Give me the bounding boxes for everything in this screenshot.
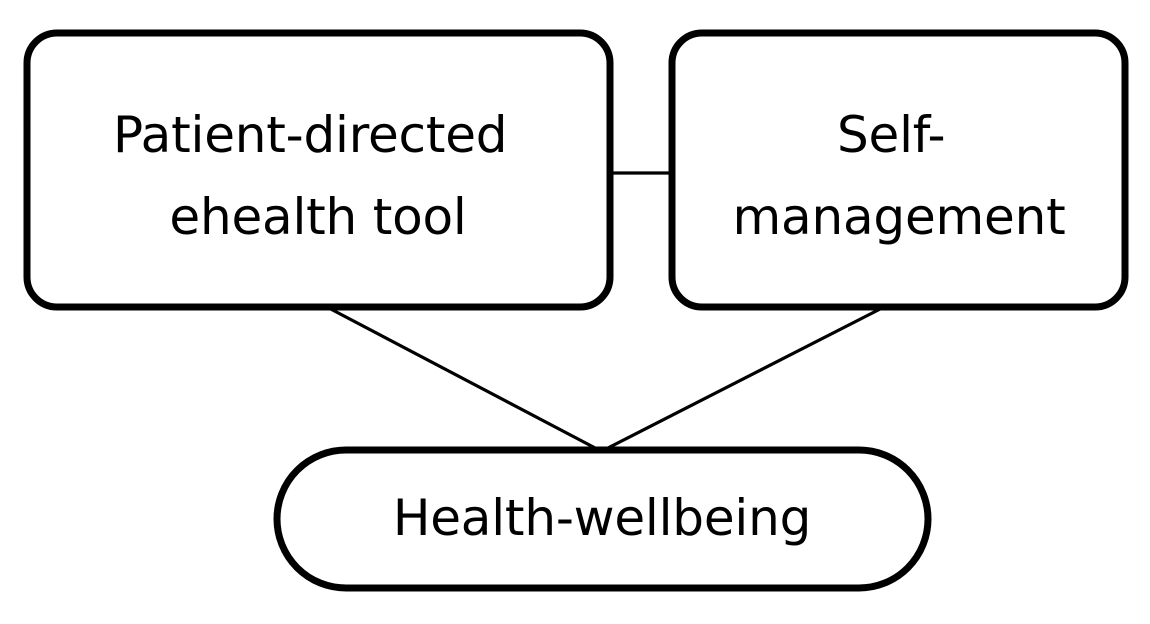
node-patient-directed-ehealth-tool-shape[interactable] (23, 29, 614, 311)
node-label-line: Self- (837, 106, 945, 164)
node-label-line: Patient-directed (113, 106, 507, 164)
node-health-wellbeing-label: Health-wellbeing (393, 489, 811, 547)
node-self-management[interactable]: Self- management (668, 29, 1129, 311)
node-patient-directed-ehealth-tool-label: Patient-directed ehealth tool (113, 106, 523, 246)
node-self-management-shape[interactable] (668, 29, 1129, 311)
edge-tool-to-health-wellbeing (324, 304, 600, 452)
node-self-management-label: Self- management (733, 106, 1066, 246)
node-label-line: Health-wellbeing (393, 489, 811, 547)
node-health-wellbeing[interactable]: Health-wellbeing (273, 446, 932, 592)
node-patient-directed-ehealth-tool[interactable]: Patient-directed ehealth tool (23, 29, 614, 311)
node-label-line: management (733, 188, 1066, 246)
node-health-wellbeing-shape[interactable] (273, 446, 932, 592)
edge-self-management-to-health-wellbeing (603, 304, 887, 452)
node-label-line: ehealth tool (169, 188, 466, 246)
